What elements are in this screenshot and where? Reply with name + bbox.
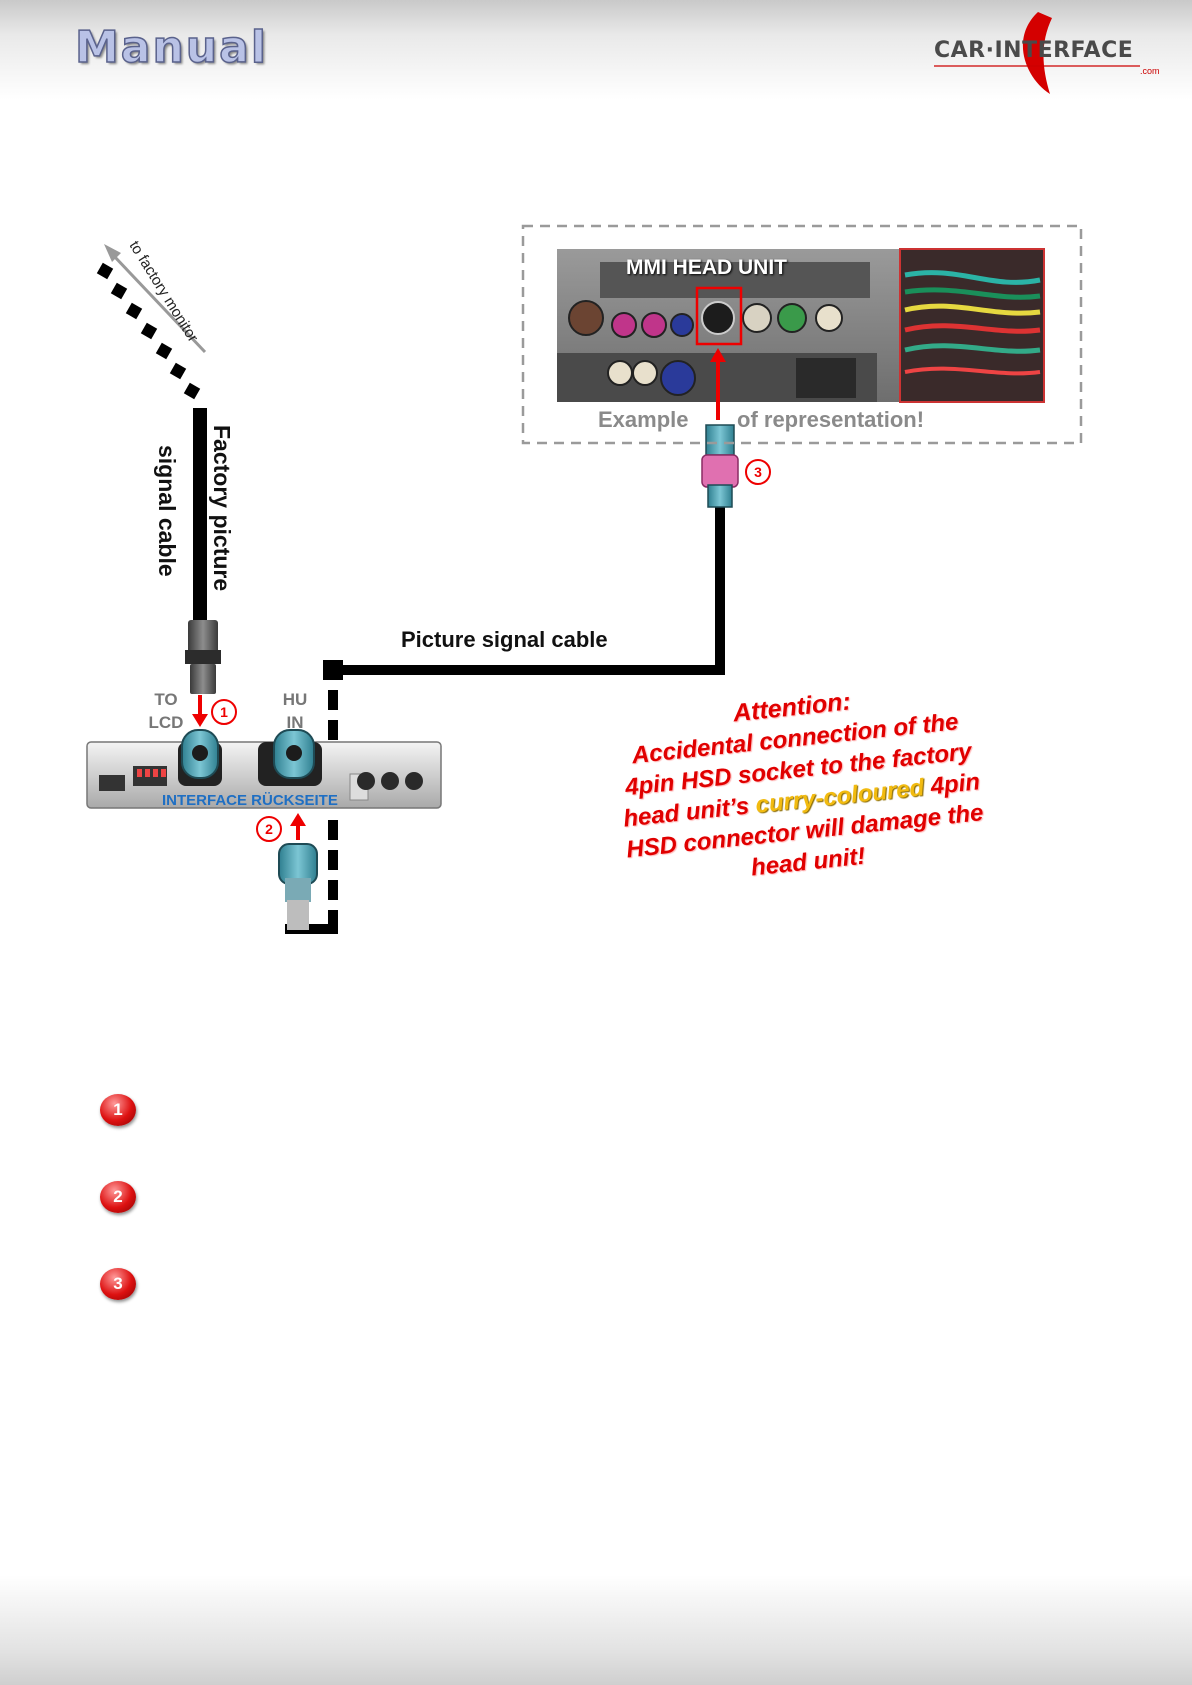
diagram-badge-2: 2 [256, 816, 282, 842]
port-to-lcd-label: TO LCD [146, 688, 186, 734]
hsd-connector-top [701, 424, 739, 508]
attention-line3-post: 4pin [922, 768, 982, 801]
logo-text: CAR·INTERFACE [934, 38, 1134, 63]
usb-port-icon [99, 775, 125, 791]
port-hu-in-line1: HU [282, 690, 308, 709]
arrow-2-icon [290, 813, 306, 840]
head-unit-title: MMI HEAD UNIT [626, 256, 787, 279]
car-interface-logo: CAR·INTERFACE .com [930, 8, 1170, 98]
hsd-connector-bottom [278, 843, 318, 930]
step-badge-3: 3 [100, 1268, 136, 1300]
example-label-right: of representation! [737, 407, 925, 432]
diagram-badge-1: 1 [211, 699, 237, 725]
diagram-badge-3: 3 [745, 459, 771, 485]
head-unit-dashed-frame [521, 224, 1083, 445]
port-to-lcd-line1: TO [154, 690, 178, 709]
interface-box [86, 729, 442, 809]
highlighted-socket-frame [695, 286, 743, 346]
factory-monitor-dashed-line [96, 262, 201, 400]
arrow-3-icon [710, 348, 726, 420]
port-hu-in-line2: IN [286, 713, 304, 732]
example-label-left: Example [598, 407, 689, 432]
factory-cable-label-line1: Factory picture [209, 425, 235, 592]
logo-suffix: .com [1140, 66, 1160, 76]
port-to-lcd-line2: LCD [148, 713, 184, 732]
interface-caption: INTERFACE RÜCKSEITE [162, 792, 338, 809]
footer-band [0, 1575, 1192, 1685]
step-badge-1: 1 [100, 1094, 136, 1126]
factory-cable-connector [185, 620, 221, 694]
header-band [0, 0, 1192, 100]
port-hu-in-label: HU IN [275, 688, 315, 734]
factory-picture-cable [193, 408, 207, 620]
arrow-1-icon [192, 695, 208, 727]
mmi-head-unit-photo [557, 248, 1045, 403]
factory-cable-label-line2: signal cable [154, 445, 180, 577]
manual-title: Manual [74, 21, 268, 74]
picture-signal-cable-label: Picture signal cable [401, 627, 608, 652]
monitor-direction-arrow-icon [104, 244, 207, 354]
step-badge-2: 2 [100, 1181, 136, 1213]
logo-swoosh-icon [934, 12, 1140, 94]
picture-signal-cable [323, 505, 725, 680]
